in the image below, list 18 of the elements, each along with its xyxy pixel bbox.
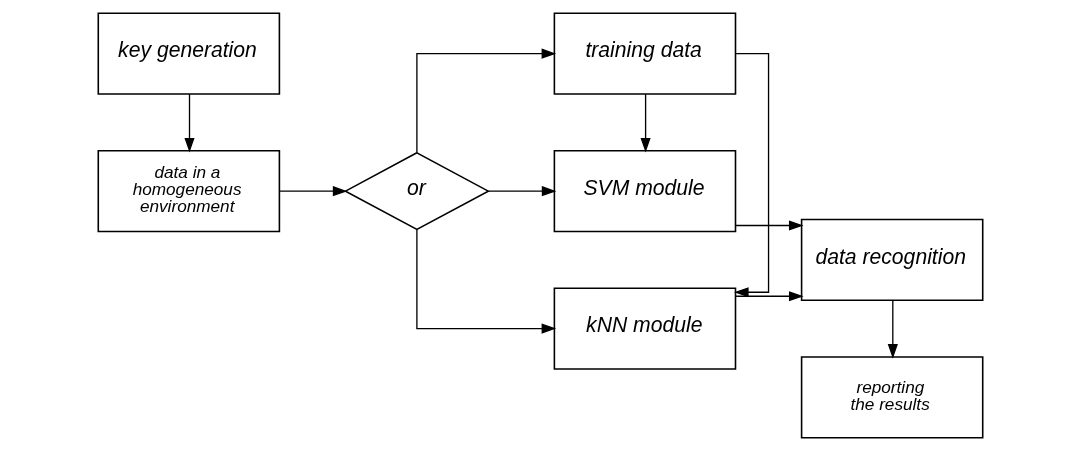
node-box: SVM module bbox=[553, 150, 736, 233]
arrow bbox=[640, 93, 651, 153]
arrow bbox=[734, 291, 803, 302]
arrow bbox=[887, 299, 898, 359]
node-box: kNN module bbox=[553, 287, 736, 370]
arrow bbox=[415, 229, 556, 334]
node-box: data recognition bbox=[800, 218, 983, 301]
arrow bbox=[733, 53, 769, 298]
node-box: training data bbox=[553, 12, 736, 95]
node-box: data in a homogeneous environment bbox=[97, 150, 280, 233]
arrow bbox=[415, 48, 556, 154]
arrow bbox=[183, 93, 195, 153]
arrow bbox=[734, 220, 804, 231]
arrow bbox=[487, 186, 556, 197]
node-box: key generation bbox=[97, 12, 280, 95]
arrow bbox=[278, 186, 347, 197]
node-diamond: or bbox=[343, 151, 490, 231]
node-box: reporting the results bbox=[800, 356, 983, 439]
